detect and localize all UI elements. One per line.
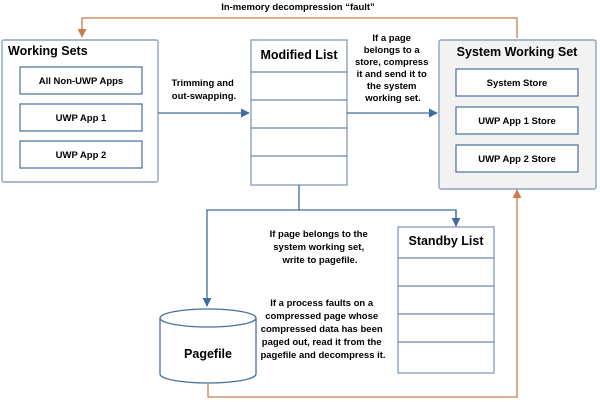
system-working-set-panel: System Working Set System Store UWP App …	[438, 39, 597, 190]
standby-list-title: Standby List	[408, 234, 484, 248]
pagefile-body	[159, 318, 257, 384]
working-sets-title: Working Sets	[8, 44, 88, 58]
pagefile-decompress-arrow	[207, 189, 522, 398]
write-pagefile-annotation: If page belongs to the system working se…	[270, 229, 371, 266]
working-set-item-label: UWP App 2	[56, 150, 107, 161]
working-set-item	[19, 103, 143, 132]
system-store-item-label: UWP App 1 Store	[478, 116, 556, 127]
system-store-item	[455, 106, 579, 135]
compress-annotation: If a page belongs to a store, compress i…	[355, 33, 431, 104]
standby-list: Standby List	[397, 226, 495, 374]
fault-read-annotation: If a process faults on a compressed page…	[260, 298, 385, 361]
system-store-item	[455, 68, 579, 97]
working-set-item	[19, 66, 143, 95]
system-working-set-title: System Working Set	[457, 45, 578, 59]
working-set-item-label: All Non-UWP Apps	[39, 76, 123, 87]
decompression-fault-arrow	[77, 17, 518, 38]
modified-list-frame	[250, 39, 348, 186]
system-store-item-label: System Store	[487, 78, 548, 89]
modified-list-title: Modified List	[260, 48, 338, 62]
system-store-item-label: UWP App 2 Store	[478, 154, 556, 165]
system-store-item	[455, 144, 579, 173]
pagefile-top	[159, 308, 257, 328]
working-set-item	[19, 140, 143, 169]
pagefile-cylinder: Pagefile	[159, 308, 257, 384]
trimming-annotation: Trimming and out-swapping.	[172, 78, 237, 102]
modified-list: Modified List	[250, 39, 348, 186]
working-set-item-label: UWP App 1	[56, 113, 107, 124]
working-sets-panel: Working Sets All Non-UWP Apps UWP App 1 …	[1, 39, 159, 183]
decompression-fault-label: In-memory decompression “fault”	[221, 2, 375, 13]
standby-list-frame	[397, 226, 495, 374]
pagefile-title: Pagefile	[184, 347, 232, 361]
